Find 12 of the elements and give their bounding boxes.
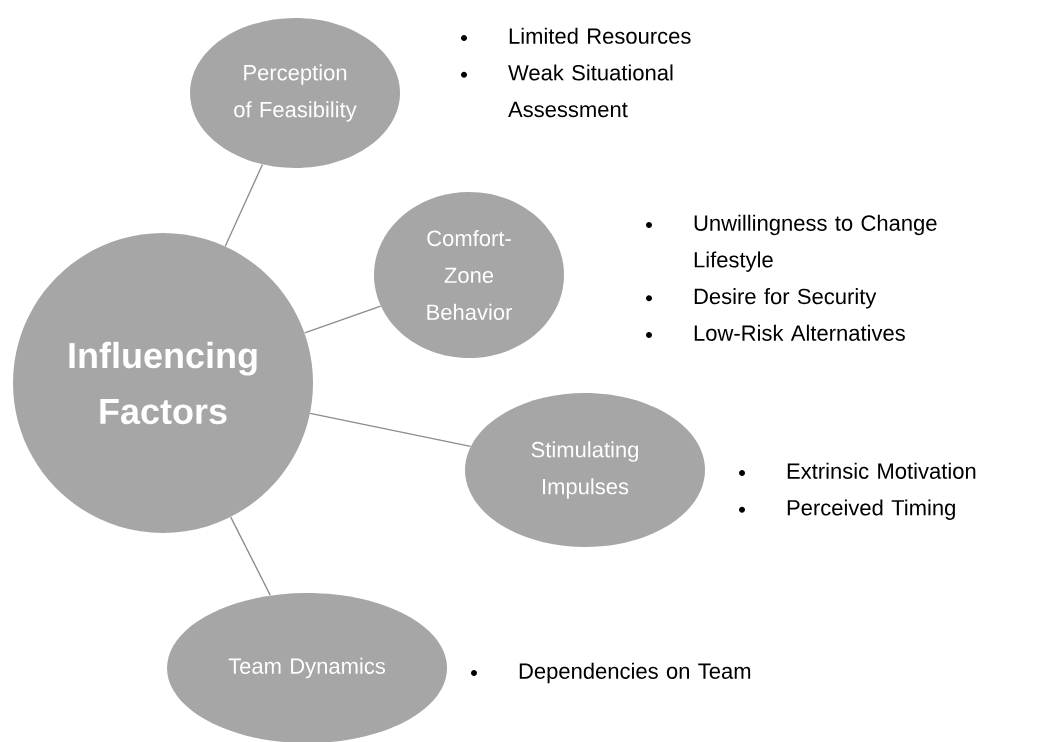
bullet-item: Perceived Timing: [787, 499, 955, 520]
bullet-item: Limited Resources: [509, 27, 691, 44]
bullet-item: Dependencies on Team: [519, 662, 751, 684]
bullet-item: Low-Risk Alternatives: [694, 324, 905, 341]
bullet-item: Extrinsic Motivation: [787, 462, 976, 479]
connector-line: [230, 516, 271, 597]
connector-line: [304, 305, 382, 334]
connector-line: [224, 163, 264, 247]
bullet-item: Unwillingness to Change Lifestyle: [694, 214, 937, 272]
connector-line: [309, 412, 472, 448]
bullet-item: Desire for Security: [694, 288, 877, 309]
bullet-item: Weak Situational Assessment: [508, 64, 673, 118]
